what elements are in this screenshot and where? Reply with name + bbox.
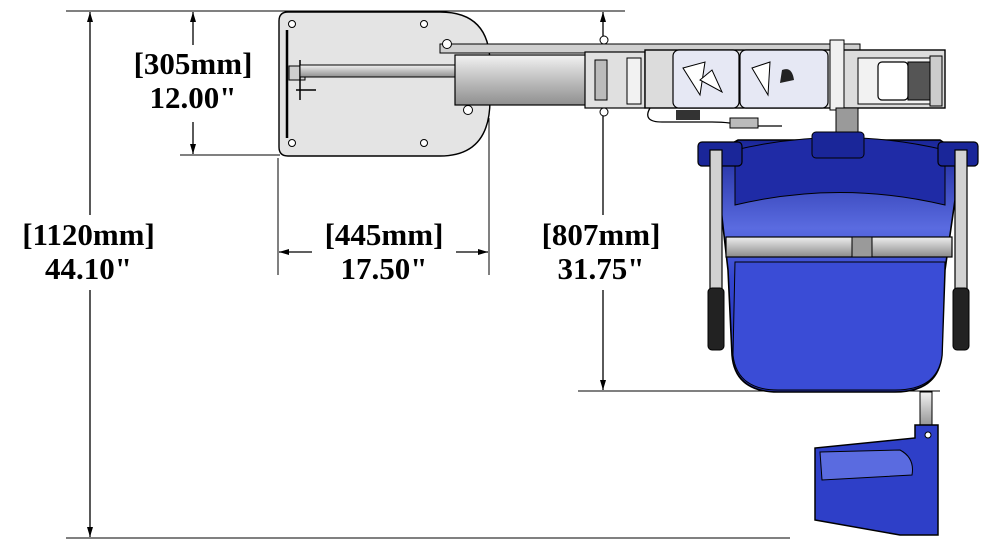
control-housing [644, 39, 946, 137]
dimension-imperial: 17.50" [340, 251, 428, 286]
grip-icon [707, 287, 725, 351]
dimension-imperial: 31.75" [557, 251, 645, 286]
dimension-metric: [807mm] [541, 217, 661, 252]
telescoping-arm [299, 35, 861, 117]
tub [697, 131, 979, 393]
left-handle [707, 149, 725, 351]
dimension-metric: [305mm] [133, 46, 253, 81]
dimension-label-arm-to-tub: [807mm] 31.75" [528, 218, 674, 286]
dimension-label-plate-width: [445mm] 17.50" [306, 218, 462, 286]
bolt-hole-icon [420, 139, 428, 147]
dimension-metric: [445mm] [324, 217, 444, 252]
dimension-imperial: 44.10" [45, 251, 132, 286]
dimension-label-overall-length: [1120mm] 44.10" [6, 218, 171, 286]
bolt-hole-icon [288, 139, 296, 147]
right-handle [952, 149, 970, 351]
extension-lines [66, 10, 940, 539]
dimension-metric: [1120mm] [22, 217, 155, 252]
warning-label-icon [751, 61, 771, 97]
bolt-hole-icon [288, 20, 296, 28]
foot-pedal [814, 391, 939, 536]
dimension-label-plate-height: [305mm] 12.00" [118, 47, 268, 115]
dimension-imperial: 12.00" [149, 80, 237, 115]
strap-band [725, 236, 953, 258]
bolt-hole-icon [420, 20, 428, 28]
cable [647, 107, 782, 127]
grip-icon [952, 287, 970, 351]
